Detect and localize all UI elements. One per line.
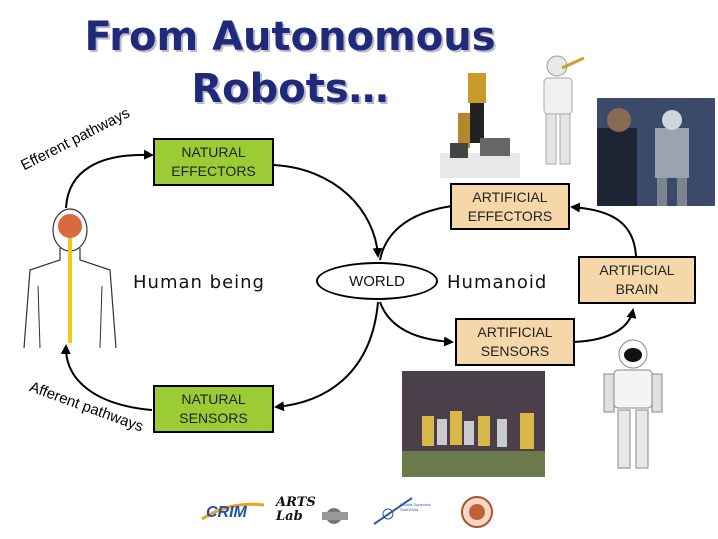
natural-sensors-box: NATURAL SENSORS — [153, 385, 274, 433]
human-being-label: Human being — [133, 272, 265, 293]
crim-logo: CRIM — [200, 499, 266, 525]
lab-humanoid-photo — [597, 98, 715, 206]
university-seal-logo — [460, 495, 494, 529]
arts-lab-logo: ARTS Lab — [276, 494, 352, 530]
human-body-image — [23, 208, 117, 348]
arrow-effectors-to-world — [272, 164, 383, 258]
arrow-world-to-art-sensors — [379, 301, 454, 347]
robot-group-photo — [402, 371, 545, 477]
arrow-afferent — [60, 344, 153, 411]
artificial-sensors-box: ARTIFICIAL SENSORS — [455, 318, 575, 366]
arrow-art-effectors-to-world — [379, 205, 453, 261]
arrow-brain-to-art-effectors — [570, 202, 637, 257]
artificial-effectors-box: ARTIFICIAL EFFECTORS — [450, 183, 570, 230]
slide-title-line-2: Robots… — [191, 66, 389, 112]
humanoid-label: Humanoid — [447, 272, 548, 293]
asimo-robot-photo — [603, 339, 663, 469]
slide-title-line-1: From Autonomous — [84, 14, 496, 60]
natural-effectors-box: NATURAL EFFECTORS — [153, 138, 274, 186]
arrow-world-to-sensors — [274, 301, 379, 412]
robot-arm-photo — [440, 73, 520, 178]
artificial-brain-box: ARTIFICIAL BRAIN — [578, 256, 696, 304]
scuola-logo: Scuola Superiore Sant'Anna — [372, 494, 438, 528]
trumpet-robot-photo — [543, 55, 585, 165]
world-ellipse: WORLD — [316, 262, 438, 300]
arrow-art-sensors-to-brain — [573, 308, 637, 343]
arrow-efferent — [65, 149, 154, 209]
